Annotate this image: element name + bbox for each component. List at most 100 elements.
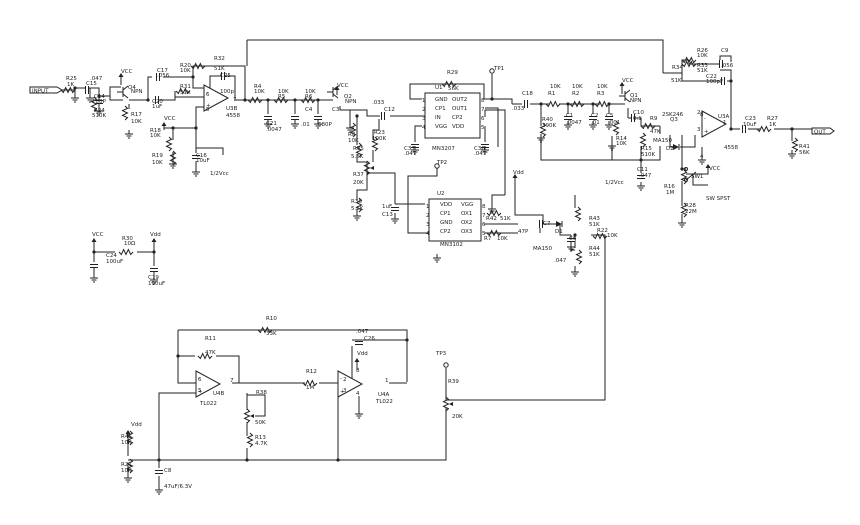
supply-arrow-symbol xyxy=(125,430,131,438)
ground-symbol xyxy=(567,243,575,252)
capacitor-symbol xyxy=(721,77,725,85)
ic-pin-number: 7 xyxy=(481,107,485,113)
label-r12: R12 xyxy=(306,369,317,375)
label-r33v: 51K xyxy=(697,68,708,74)
ic-pin-number: 2 xyxy=(426,213,430,219)
label-r37v: 20K xyxy=(353,180,364,186)
ic-pin-number: 6 xyxy=(481,116,485,122)
label-r26: R26 xyxy=(697,48,708,54)
junction-dot xyxy=(680,167,684,171)
ground-symbol xyxy=(433,254,441,263)
resistor-symbol xyxy=(190,62,206,70)
ic-pin-number: 8 xyxy=(356,368,360,374)
wire xyxy=(686,166,709,175)
junction-dot xyxy=(355,114,359,118)
label-c37v: .047 xyxy=(404,151,417,157)
label-c15v: .047 xyxy=(90,76,103,82)
label-c1: C1 xyxy=(566,113,573,119)
ic-pin-number: 5 xyxy=(482,231,486,237)
svg-text:-: - xyxy=(340,376,342,382)
label-c25v: 100p xyxy=(220,89,234,95)
label-c20v: 1uF xyxy=(152,104,162,110)
label-c14v: 100P xyxy=(92,99,106,105)
capacitor-symbol xyxy=(221,72,225,80)
npn-transistor-symbol xyxy=(117,85,129,99)
input-port-symbol xyxy=(29,86,63,94)
label-r40v: 390K xyxy=(542,123,556,129)
test-point-symbol xyxy=(489,68,495,74)
wire xyxy=(446,234,606,401)
label-u1p3: IN xyxy=(435,115,441,121)
ground-symbol xyxy=(192,168,200,177)
resistor-symbol xyxy=(300,96,316,104)
resistor-symbol xyxy=(349,122,357,138)
label-r1: R1 xyxy=(548,91,555,97)
ground-symbol xyxy=(564,121,572,130)
label-u2p2: CP1 xyxy=(440,211,451,217)
junction-dot xyxy=(729,127,733,131)
label-vcc3: VCC xyxy=(337,83,349,89)
label-r18: R18 xyxy=(150,128,161,134)
ic-pin-number: 5 xyxy=(198,388,202,394)
resistor-symbol xyxy=(257,326,273,334)
label-tp1: TP1 xyxy=(493,66,504,72)
resistor-symbol xyxy=(486,229,502,237)
junction-dot xyxy=(176,354,180,358)
junction-dot xyxy=(266,98,270,102)
label-r24: R24 xyxy=(94,108,105,114)
wire xyxy=(247,394,266,417)
ic-pin-number: 2 xyxy=(697,110,701,116)
label-r23: R23 xyxy=(374,130,385,136)
ic-pin-number: 3 xyxy=(343,388,347,394)
ground-symbol xyxy=(125,130,133,139)
label-r43: R43 xyxy=(589,216,600,222)
capacitor-symbol xyxy=(637,175,645,179)
label-r34: R34 xyxy=(672,65,683,71)
output-port-label: OUT xyxy=(814,130,826,136)
label-r28: R28 xyxy=(685,203,696,209)
capacitor-symbol xyxy=(192,155,200,159)
label-c23v: 10uF xyxy=(743,122,757,128)
capacitor-symbol xyxy=(589,116,597,120)
diode-symbol xyxy=(673,144,680,150)
label-r7v: 10K xyxy=(497,236,508,242)
wire xyxy=(409,83,492,100)
label-r29: R29 xyxy=(447,70,458,76)
capacitor-symbol xyxy=(90,264,98,268)
wire xyxy=(158,392,196,460)
ic-u1-box xyxy=(424,92,481,139)
junction-dot xyxy=(790,127,794,131)
capacitor-symbol xyxy=(539,220,543,228)
ic-pin-number: 5 xyxy=(481,125,485,131)
resistor-symbol xyxy=(639,132,647,148)
ground-symbol xyxy=(355,410,363,419)
ic-pin-number: 3 xyxy=(426,222,430,228)
label-vcc6: VCC xyxy=(92,232,104,238)
label-vcc2: VCC xyxy=(164,116,176,122)
junction-dot xyxy=(566,102,570,106)
label-r14v: 10K xyxy=(616,141,627,147)
resistor-symbol xyxy=(756,125,772,133)
wire xyxy=(681,135,686,170)
junction-dot xyxy=(316,98,320,102)
label-tp2: TP2 xyxy=(436,160,447,166)
label-r21v: 10K xyxy=(121,468,132,474)
label-c3v: 680P xyxy=(318,122,332,128)
label-q3: Q3 xyxy=(670,117,678,123)
label-r39v: 20K xyxy=(452,414,463,420)
label-r24v: 510K xyxy=(92,113,106,119)
svg-text:+: + xyxy=(704,129,709,135)
resistor-symbol xyxy=(60,86,76,94)
label-r25: R25 xyxy=(66,76,77,82)
potentiometer-symbol xyxy=(243,408,254,424)
junction-dot xyxy=(539,102,543,106)
junction-dot xyxy=(157,458,161,462)
junction-dot xyxy=(293,98,297,102)
ground-symbol xyxy=(637,182,645,191)
ground-symbol xyxy=(291,120,299,129)
label-r7: R7 xyxy=(484,236,492,242)
resistor-symbol xyxy=(441,80,457,88)
label-r16: R16 xyxy=(664,184,675,190)
supply-arrow-symbol xyxy=(705,164,711,172)
resistor-symbol xyxy=(612,120,620,136)
